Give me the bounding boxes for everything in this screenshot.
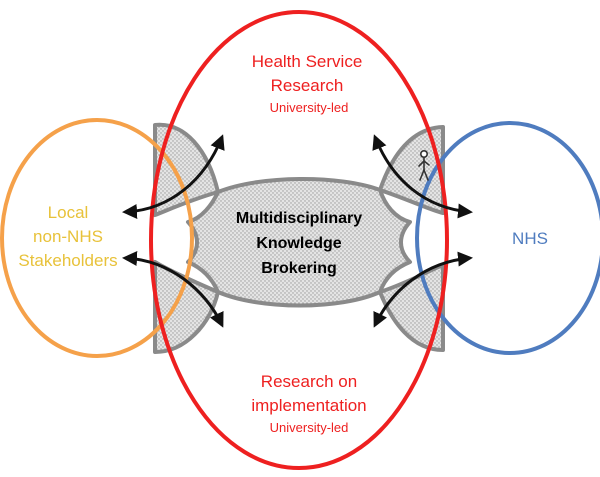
- top-title-line2: Research: [271, 76, 344, 95]
- arrow-bottom-left: [122, 251, 224, 328]
- left-label-line3: Stakeholders: [18, 251, 117, 270]
- arrow-top-right: [372, 134, 473, 219]
- left-label-line2: non-NHS: [33, 227, 103, 246]
- local-stakeholders-circle: [0, 118, 194, 358]
- center-line3: Brokering: [261, 260, 337, 277]
- walking-person-icon: [418, 150, 430, 181]
- center-line2: Knowledge: [256, 235, 341, 252]
- center-line1: Multidisciplinary: [236, 210, 362, 227]
- arrow-bottom-right: [373, 251, 473, 328]
- nhs-label: NHS: [512, 229, 548, 248]
- top-subtitle: University-led: [270, 100, 349, 115]
- bottom-title-line2: implementation: [251, 396, 366, 415]
- arrow-top-left: [122, 134, 225, 219]
- arrows: [122, 134, 473, 328]
- left-label-line1: Local: [48, 203, 89, 222]
- top-title-line1: Health Service: [252, 52, 363, 71]
- research-ellipse: [149, 10, 449, 470]
- bottom-title-line1: Research on: [261, 372, 357, 391]
- bottom-subtitle: University-led: [270, 420, 349, 435]
- nhs-circle: [415, 121, 600, 355]
